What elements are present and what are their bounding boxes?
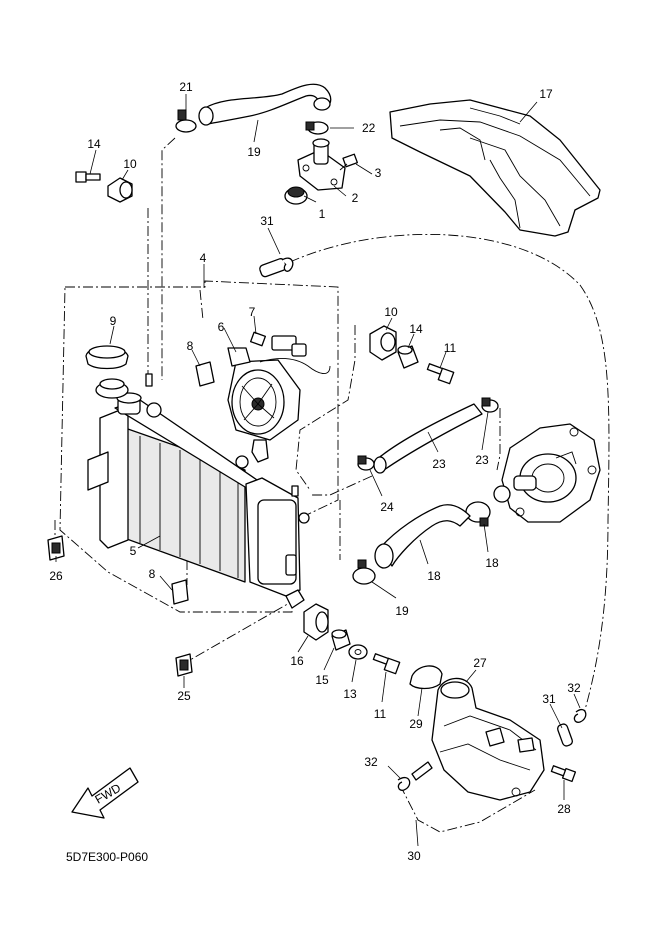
collar-14-lower [331, 629, 351, 651]
callout-2: 2 [352, 191, 359, 205]
hose-clip-32-lower [397, 776, 411, 791]
bolt-12 [75, 171, 101, 183]
nut-clip-24 [175, 653, 193, 677]
callout-5: 5 [130, 544, 137, 558]
callout-18-upper: 18 [485, 556, 499, 570]
leader-lines [55, 94, 581, 847]
grommet-10-upper [107, 177, 133, 203]
radiator-cap-9 [85, 345, 129, 399]
hose-clip-23-upper [481, 397, 499, 413]
bolt-11-upper [426, 363, 455, 385]
callout-16: 17 [539, 87, 553, 101]
bolt-3 [339, 153, 358, 171]
callout-17: 18 [427, 569, 441, 583]
callout-20: 21 [179, 80, 193, 94]
bolt-11-lower [372, 653, 401, 675]
callout-6: 6 [218, 320, 225, 334]
hose-clip-32-upper [573, 708, 587, 723]
callout-14-lower: 15 [315, 673, 329, 687]
forward-direction-arrow: FWD [71, 767, 139, 819]
hose-clip-23-lower [357, 455, 375, 471]
callout-31: 31 [260, 214, 274, 228]
callout-25: 26 [49, 569, 63, 583]
callout-32-upper: 32 [567, 681, 581, 695]
callout-4: 4 [200, 251, 207, 265]
hose-19 [198, 83, 332, 126]
callout-24: 25 [177, 689, 191, 703]
callout-28: 29 [409, 717, 423, 731]
hose-22 [373, 403, 483, 474]
callout-1: 1 [319, 207, 326, 221]
grommet-10-right [369, 325, 397, 361]
thermostat-cover-2 [297, 138, 346, 191]
callout-15: 16 [290, 654, 304, 668]
callout-11-lower: 11 [374, 707, 387, 721]
callout-7: 7 [249, 305, 256, 319]
callout-10-right: 10 [384, 305, 398, 319]
collar-14-upper [397, 345, 419, 369]
callout-8-upper: 8 [187, 339, 194, 353]
tube-30 [557, 723, 573, 747]
nut-clip-8-lower [171, 579, 189, 605]
grommet-15 [303, 603, 329, 641]
hose-clip-18-lower [352, 559, 376, 585]
callout-9: 9 [110, 314, 117, 328]
callout-23-upper: 23 [475, 453, 489, 467]
nut-clip-8-upper [195, 361, 215, 387]
callout-30: 31 [542, 692, 556, 706]
callout-21: 22 [362, 121, 376, 135]
callout-14-upper: 14 [409, 322, 423, 336]
water-pump-housing [493, 423, 601, 523]
hose-clip-20 [175, 109, 197, 133]
callout-18-lower: 19 [395, 604, 409, 618]
callout-19: 19 [247, 145, 261, 159]
radiator-5 [87, 373, 310, 609]
callout-10-upper: 10 [123, 157, 137, 171]
callout-22: 23 [432, 457, 446, 471]
drawing-code: 5D7E300-P060 [66, 850, 148, 864]
washer-13 [348, 644, 368, 660]
callout-13: 13 [343, 687, 357, 701]
callout-12: 14 [87, 137, 101, 151]
reservoir-tank-26 [431, 677, 545, 801]
bolt-27 [550, 765, 577, 783]
hose-29 [411, 761, 433, 781]
reservoir-cap-28 [409, 665, 443, 690]
bolt-7 [250, 331, 266, 347]
hose-17 [374, 504, 471, 569]
hose-clip-18-upper [465, 501, 491, 527]
fan-assembly-6 [227, 335, 331, 463]
air-shroud-16 [389, 99, 601, 237]
nut-clip-25 [47, 535, 65, 561]
callout-29: 30 [407, 849, 421, 863]
hose-clip-21 [305, 121, 329, 135]
callout-8-lower: 8 [149, 567, 156, 581]
thermostat-1 [284, 186, 308, 205]
callout-27: 28 [557, 802, 571, 816]
callout-numbers: 21 19 22 14 10 1 2 3 17 31 4 9 6 7 8 10 … [49, 80, 581, 863]
clip-31 [259, 257, 294, 278]
callout-11-upper: 11 [444, 341, 457, 355]
callout-3: 3 [375, 166, 382, 180]
callout-32-lower: 32 [364, 755, 378, 769]
callout-26: 27 [473, 656, 487, 670]
callout-23-lower: 24 [380, 500, 394, 514]
